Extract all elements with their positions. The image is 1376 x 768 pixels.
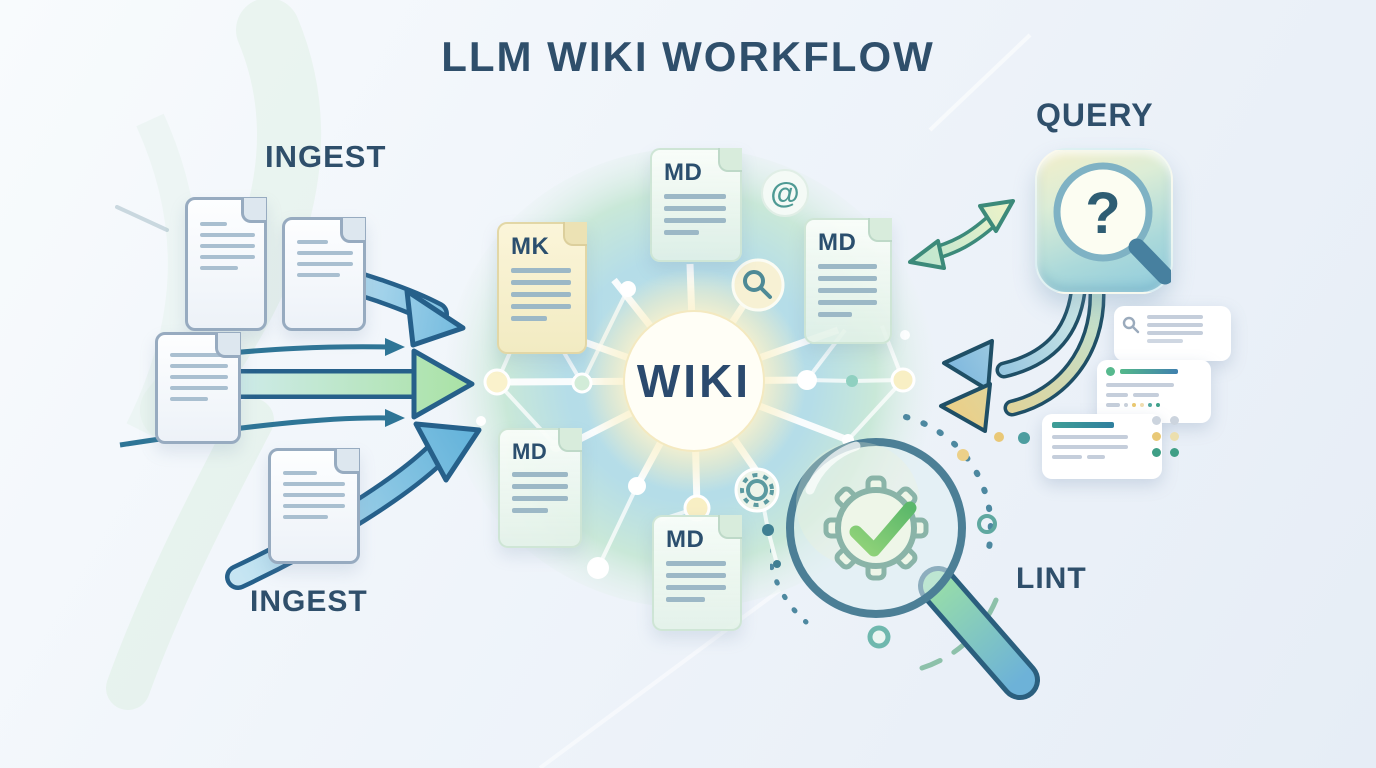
document-icon <box>282 217 366 331</box>
md-file-icon: MD <box>652 515 742 631</box>
query-app-icon: ? <box>1035 148 1174 294</box>
wiki-hub-label: WIKI <box>636 355 752 407</box>
search-node-icon <box>731 258 785 312</box>
svg-text:?: ? <box>1085 181 1120 246</box>
search-card <box>1114 306 1231 361</box>
page-fold <box>241 198 266 223</box>
gear-icon <box>823 475 929 581</box>
document-icon <box>268 448 360 564</box>
stage-label-ingest-bottom: INGEST <box>250 585 368 618</box>
page-fold <box>718 148 742 172</box>
page-fold <box>558 428 582 452</box>
page-fold <box>563 222 587 246</box>
document-icon <box>185 197 267 331</box>
page-fold <box>215 333 240 358</box>
query-double-arrow <box>908 199 1015 270</box>
page-fold <box>718 515 742 539</box>
dot-grid <box>1152 416 1179 457</box>
question-magnifier-icon: ? <box>1053 162 1174 285</box>
page-title: LLM WIKI WORKFLOW <box>441 33 935 80</box>
page-fold <box>340 218 365 243</box>
svg-text:@: @ <box>770 177 799 210</box>
stage-label-lint: LINT <box>1016 562 1087 595</box>
search-icon <box>1122 316 1140 334</box>
at-icon: @ <box>761 169 809 217</box>
md-file-icon: MD <box>498 428 582 548</box>
result-card <box>1042 414 1162 479</box>
stage-label-query: QUERY <box>1036 97 1154 133</box>
magnifier-handle <box>1128 238 1174 285</box>
result-card <box>1097 360 1211 423</box>
md-file-icon: MD <box>650 148 742 262</box>
query-return-arrow-blue <box>942 283 1087 392</box>
md-file-icon: MD <box>804 218 892 344</box>
document-icon <box>155 332 241 444</box>
mk-file-icon: MK <box>497 222 587 354</box>
status-dot-icon <box>1106 367 1115 376</box>
page-fold <box>868 218 892 242</box>
stage-label-ingest-top: INGEST <box>265 139 387 174</box>
magnifier-handle <box>918 566 1040 700</box>
page-fold <box>334 449 359 474</box>
